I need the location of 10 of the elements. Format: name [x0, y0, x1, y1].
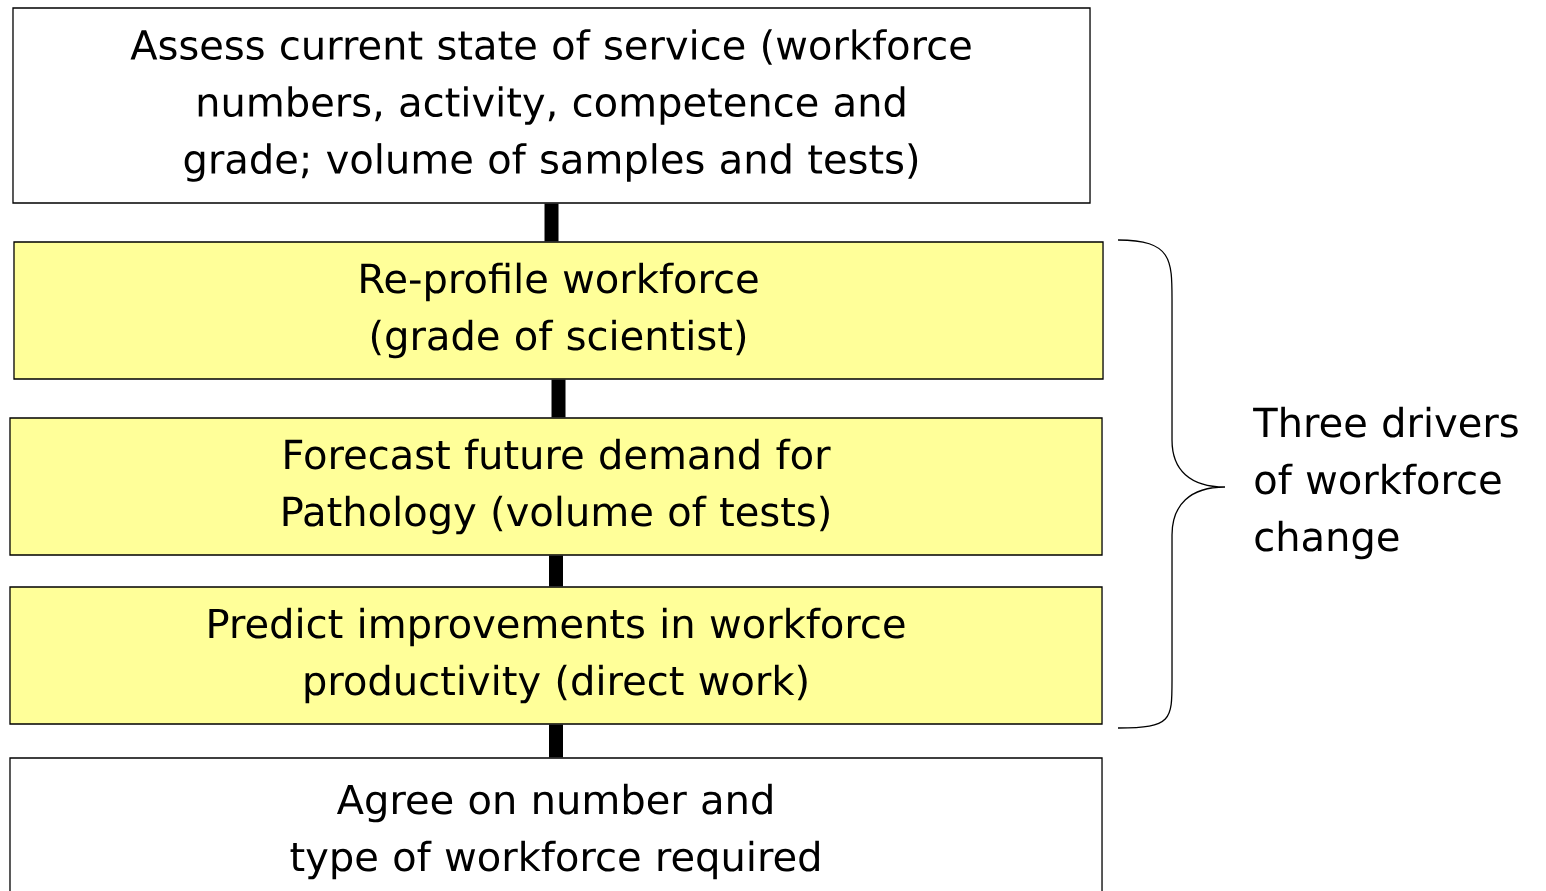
connector-bar: [551, 379, 566, 418]
connector-bar: [549, 555, 563, 587]
process-box: Assess current state of service (workforce numbers, activity, competence and grade; volume of samples and tests): [12, 7, 1091, 204]
connector-bar: [549, 724, 563, 758]
brace-label: Three drivers of workforce change: [1253, 406, 1518, 560]
connector-bar: [544, 203, 559, 242]
process-box: Re-profile workforce (grade of scientist): [13, 241, 1104, 380]
process-box: Predict improvements in workforce productivity (direct work): [9, 586, 1103, 725]
process-box: Forecast future demand for Pathology (volume of tests): [9, 417, 1103, 556]
process-box: Agree on number and type of workforce required: [9, 757, 1103, 891]
